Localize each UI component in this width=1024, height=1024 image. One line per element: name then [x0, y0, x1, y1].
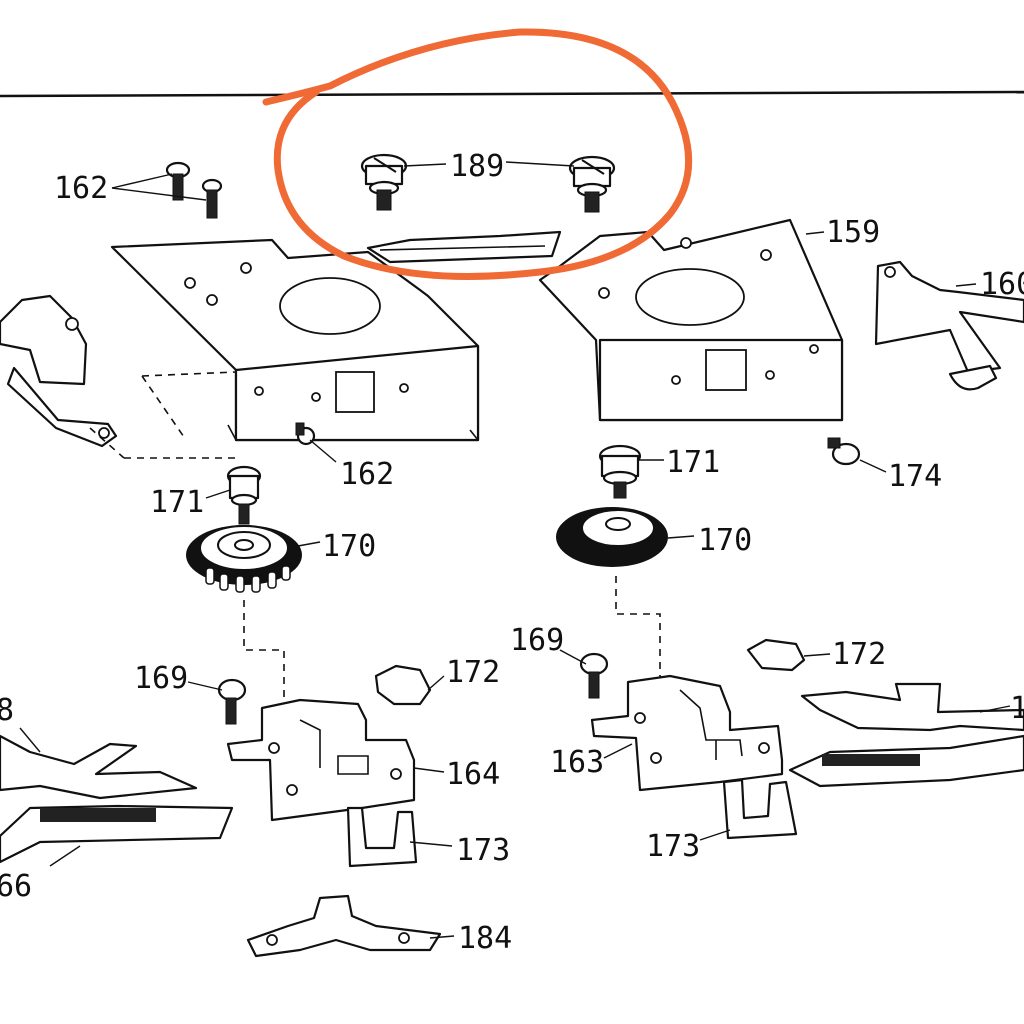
- part-189-screw-right: [568, 155, 616, 213]
- part-189-screw-left: [360, 153, 408, 211]
- top-border-line: [0, 90, 1024, 98]
- part-170-gear-left: [186, 525, 302, 593]
- part-170-gear-right: [556, 507, 668, 567]
- label-160: 160: [980, 267, 1024, 302]
- part-166-plate-right: [788, 734, 1024, 788]
- leader-lines: [19, 161, 1011, 939]
- part-173-clip-right: [722, 778, 798, 840]
- label-171-left: 171: [150, 485, 204, 520]
- part-162-screws: [165, 161, 223, 219]
- left-lever-arm: [0, 294, 118, 448]
- right-chassis-bracket: [538, 218, 844, 422]
- part-173-clip-left: [346, 806, 418, 868]
- part-160-arm: [874, 260, 1024, 391]
- part-171-screw-right: [598, 444, 642, 499]
- part-163-bracket: [590, 674, 784, 792]
- label-162-bottom: 162: [340, 457, 394, 492]
- label-162-top: 162: [54, 171, 108, 206]
- right-gear-guide: [615, 576, 661, 684]
- label-173-left: 173: [456, 833, 510, 868]
- part-189-plate: [366, 230, 562, 264]
- part-169-screw-left: [217, 678, 247, 725]
- part-174-screw: [827, 437, 861, 466]
- label-163: 163: [550, 745, 604, 780]
- part-168-plate-left: [0, 734, 198, 800]
- label-172-right: 172: [832, 637, 886, 672]
- part-172-pad-right: [746, 638, 806, 672]
- part-168-plate-right: [800, 682, 1024, 732]
- label-189: 189: [450, 149, 504, 184]
- left-chassis-bracket: [110, 238, 480, 442]
- label-166: 66: [0, 869, 32, 904]
- part-172-pad-left: [374, 664, 432, 706]
- label-170-right: 170: [698, 523, 752, 558]
- label-174: 174: [888, 459, 942, 494]
- label-170-left: 170: [322, 529, 376, 564]
- left-dash-outline: [89, 371, 237, 459]
- orange-highlight-circle: [262, 28, 693, 280]
- label-173-right: 173: [646, 829, 700, 864]
- label-171-right: 171: [666, 445, 720, 480]
- label-168-right: 1: [1010, 691, 1024, 726]
- label-169-right: 169: [510, 623, 564, 658]
- label-168-left: 8: [0, 693, 14, 728]
- part-184-strap: [246, 894, 442, 958]
- part-171-screw-left: [226, 465, 262, 525]
- part-164-bracket: [226, 698, 416, 822]
- label-184: 184: [458, 921, 512, 956]
- part-169-screw-right: [579, 652, 609, 699]
- label-159: 159: [826, 215, 880, 250]
- label-172-left: 172: [446, 655, 500, 690]
- part-166-plate-left: [0, 804, 234, 864]
- label-164: 164: [446, 757, 500, 792]
- label-169-left: 169: [134, 661, 188, 696]
- left-gear-guide: [243, 600, 285, 705]
